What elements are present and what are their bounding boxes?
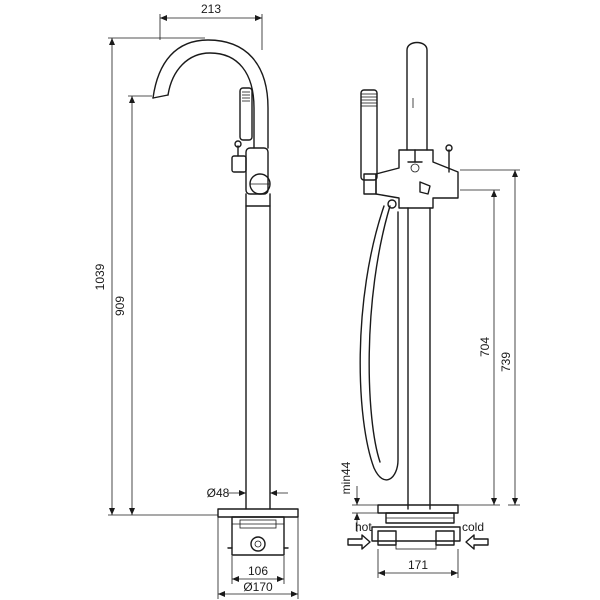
label-lever-height-a: 704 [478, 337, 492, 357]
spout-inner [167, 52, 255, 149]
inlet-fitting [250, 536, 266, 552]
shower-holder [363, 173, 377, 195]
label-min-depth: min44 [339, 461, 353, 494]
label-box-width: 106 [248, 564, 268, 578]
label-lever-height-b: 739 [499, 352, 513, 372]
label-base-diameter: Ø170 [243, 580, 273, 594]
dimension-lines [108, 14, 520, 599]
label-spout-reach: 213 [201, 2, 221, 16]
install-box-front [231, 516, 285, 556]
cold-arrow [465, 534, 489, 550]
label-hot: hot [355, 520, 372, 534]
label-cold: cold [462, 520, 484, 534]
dimension-labels: 213 1039 909 Ø48 106 Ø170 704 739 min44 … [93, 2, 513, 594]
hand-shower-front [239, 87, 253, 141]
label-total-height: 1039 [93, 263, 107, 290]
diverter-side [419, 181, 431, 195]
inlet-arrows [347, 534, 489, 550]
lever-knob-side [445, 144, 453, 152]
base-plate-side [377, 504, 459, 514]
hot-arrow [347, 534, 371, 550]
lever-front [231, 155, 247, 173]
spout-tip [152, 94, 169, 99]
base-plate-front [217, 508, 299, 518]
inlet-hot [377, 530, 397, 546]
lever-knob [234, 140, 242, 148]
mixer-body-front [245, 147, 269, 195]
label-pipe-diameter: Ø48 [207, 486, 230, 500]
hand-shower-side [360, 89, 378, 181]
shower-hose [359, 205, 399, 481]
label-box-depth: 171 [408, 558, 428, 572]
mixer-body-side [375, 149, 459, 209]
hose-connector [387, 199, 397, 209]
spout-side [406, 41, 428, 151]
side-view [359, 41, 461, 550]
install-box-side [371, 526, 461, 542]
spout-outer [152, 39, 269, 149]
label-spout-height: 909 [113, 296, 127, 316]
inlet-cold [435, 530, 455, 546]
front-view [152, 39, 299, 556]
